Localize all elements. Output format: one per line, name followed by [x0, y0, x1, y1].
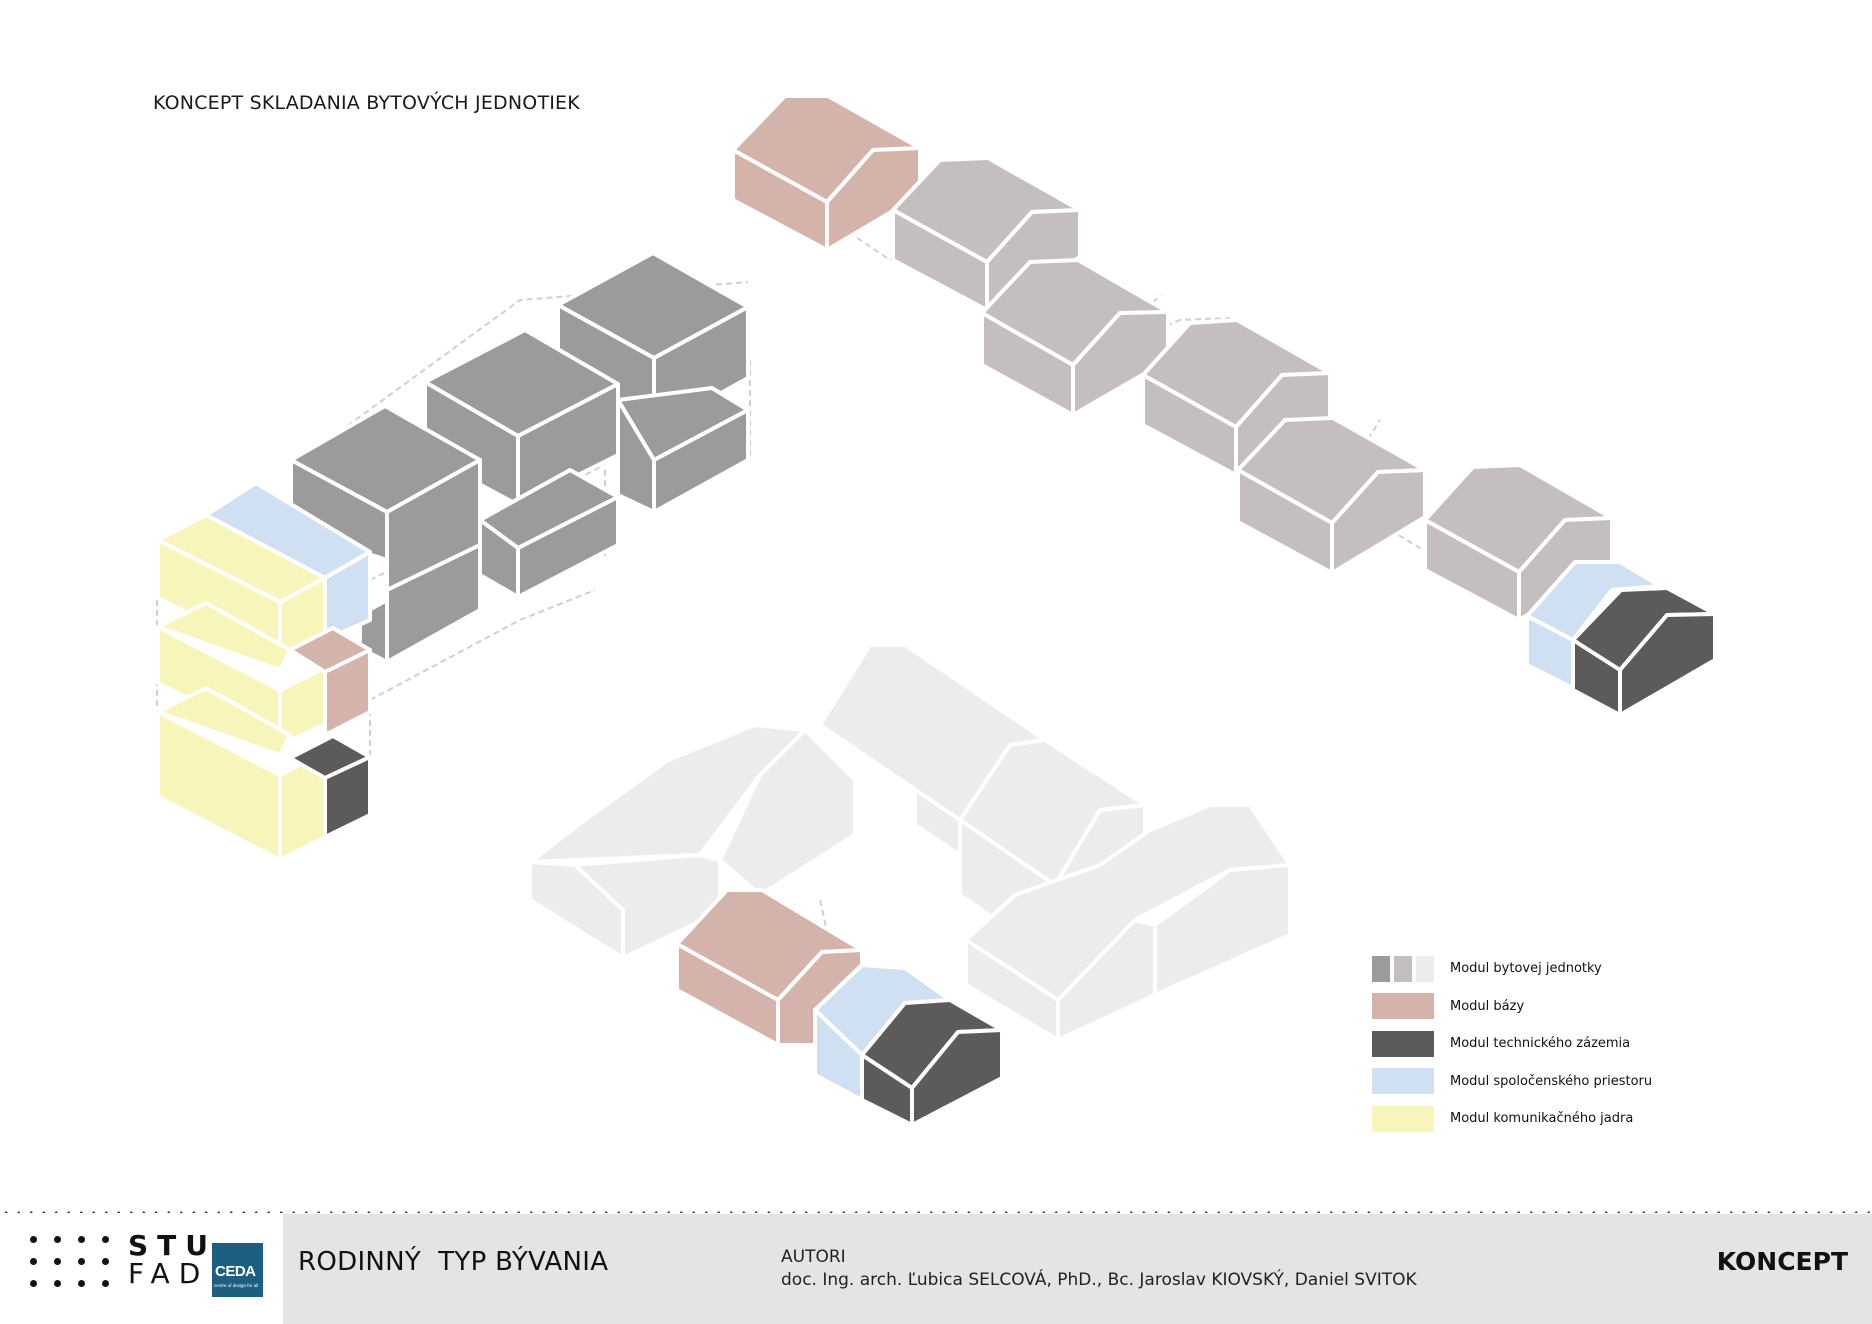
swatch-unit-light: [1416, 955, 1434, 982]
house-chain: [731, 94, 1717, 717]
base-module: [323, 648, 372, 737]
legend-swatch-technical: [1372, 1030, 1434, 1057]
unit-module: [818, 723, 962, 857]
legend-swatch-communication: [1372, 1105, 1434, 1132]
swatch-communication: [1372, 1105, 1434, 1132]
unit-module: [1517, 516, 1614, 622]
technical-module: [1618, 612, 1717, 717]
legend-swatch-unit: [1372, 955, 1434, 982]
ceda-logo: CEDA centre of design for all: [212, 1243, 263, 1297]
base-module: [825, 146, 922, 252]
concept-diagram: [156, 94, 1717, 1127]
ceda-logo-text: CEDA: [215, 1263, 256, 1280]
courtyard-houses: [528, 643, 1292, 1127]
swatch-unit-mid: [1394, 955, 1412, 982]
legend-swatch-base: [1372, 993, 1434, 1020]
legend-label: Modul bázy: [1450, 998, 1525, 1014]
footer-dotted-divider: [0, 1211, 1872, 1213]
legend: Modul bytovej jednotky Modul bázy Modul …: [1372, 950, 1652, 1138]
unit-module: [1153, 863, 1292, 997]
swatch-social: [1372, 1068, 1434, 1095]
footer-panel: [283, 1214, 1872, 1324]
legend-label: Modul komunikačného jadra: [1450, 1111, 1634, 1127]
swatch-unit-dark: [1372, 955, 1390, 982]
left-block-core: [156, 481, 372, 862]
legend-label: Modul spoločenského priestoru: [1450, 1073, 1653, 1089]
unit-module: [1071, 310, 1170, 417]
page-title: KONCEPT SKLADANIA BYTOVÝCH JEDNOTIEK: [153, 92, 580, 114]
sheet-title: KONCEPT: [1716, 1247, 1848, 1276]
legend-swatch-social: [1372, 1068, 1434, 1095]
unit-module: [528, 723, 807, 864]
unit-module: [516, 382, 620, 507]
authors-label: AUTORI: [781, 1247, 846, 1267]
technical-module: [910, 1028, 1004, 1127]
fad-logo-text: FAD: [128, 1257, 210, 1290]
swatch-base: [1372, 993, 1434, 1020]
legend-item-technical: Modul technického zázemia: [1372, 1025, 1652, 1063]
legend-label: Modul technického zázemia: [1450, 1036, 1631, 1052]
legend-label: Modul bytovej jednotky: [1450, 961, 1602, 977]
unit-module: [1330, 468, 1427, 575]
legend-item-social: Modul spoločenského priestoru: [1372, 1063, 1652, 1101]
ceda-logo-subtitle: centre of design for all: [214, 1283, 259, 1288]
authors-list: doc. Ing. arch. Ľubica SELCOVÁ, PhD., Bc…: [781, 1270, 1417, 1290]
stu-fad-logo: STU FAD: [128, 1232, 217, 1288]
unit-module: [616, 398, 656, 514]
communication-module: [156, 686, 292, 757]
swatch-technical: [1372, 1030, 1434, 1057]
stu-logo-dots: [30, 1236, 118, 1294]
legend-item-communication: Modul komunikačného jadra: [1372, 1100, 1652, 1138]
technical-module: [323, 755, 372, 839]
stu-logo-text: STU: [128, 1229, 218, 1262]
legend-item-unit: Modul bytovej jednotky: [1372, 950, 1652, 988]
legend-item-base: Modul bázy: [1372, 988, 1652, 1026]
left-block-unit-modules: [289, 251, 750, 664]
project-title: RODINNÝ TYP BÝVANIA: [298, 1247, 609, 1277]
